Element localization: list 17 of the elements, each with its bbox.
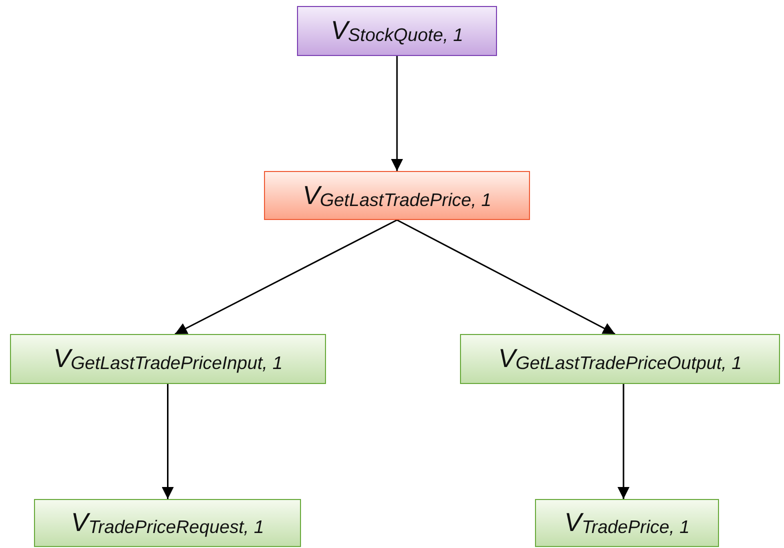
arrow — [391, 56, 403, 171]
node-label: V$_{GetLastTradePriceInput, 1}$ — [53, 343, 283, 375]
node-label: V$_{TradePrice, 1}$ — [564, 507, 690, 539]
node-label: V$_{StockQuote, 1}$ — [330, 15, 464, 47]
arrow — [396, 219, 616, 335]
node-box — [297, 6, 497, 56]
node-label: V$_{GetLastTradePrice, 1}$ — [302, 180, 492, 212]
node-box — [10, 334, 326, 384]
node-box — [264, 171, 530, 220]
arrow — [174, 219, 398, 335]
node-box — [460, 334, 780, 384]
node-label: V$_{GetLastTradePriceOutput, 1}$ — [498, 343, 742, 375]
arrow — [162, 384, 174, 499]
arrow — [618, 384, 630, 499]
node-label: V$_{TradePriceRequest, 1}$ — [71, 507, 264, 539]
node-box — [535, 499, 719, 547]
node-box — [34, 499, 301, 547]
